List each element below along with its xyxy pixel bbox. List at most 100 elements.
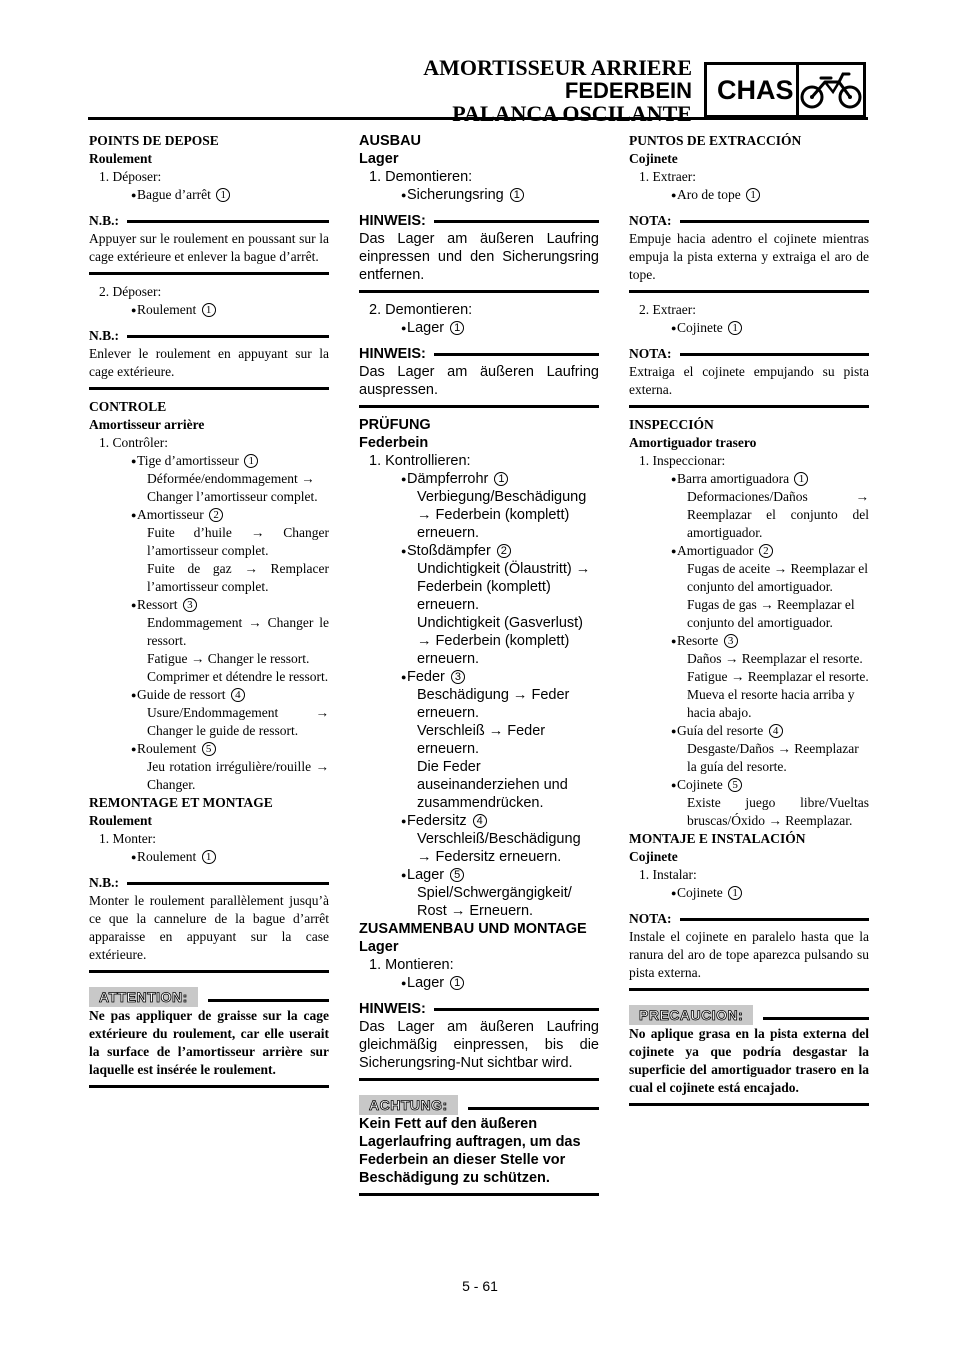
note-rule	[89, 387, 329, 390]
step: 2. Extraer:	[639, 302, 696, 317]
note-text: Enlever le roulement en appuyant sur la …	[89, 346, 329, 379]
heading: POINTS DE DEPOSE	[89, 133, 219, 148]
caution-rule	[89, 1085, 329, 1088]
bullet-detail: Verschleiß → Feder erneuern.	[417, 723, 546, 757]
note-text: Das Lager am äußeren Laufring auspressen…	[359, 364, 599, 398]
bullet-detail: Fugas de aceite → Reemplazar el conjunto…	[687, 561, 869, 594]
heading: PRÜFUNG	[359, 417, 431, 433]
bullet-item: Amortiguador 2	[629, 542, 869, 560]
caution-text: Ne pas appliquer de graisse sur la cage …	[89, 1008, 329, 1077]
note-header: N.B.:	[89, 874, 329, 892]
heading: MONTAJE E INSTALACIÓN	[629, 831, 806, 846]
note-rule	[629, 405, 869, 408]
note-header: HINWEIS:	[359, 1000, 599, 1018]
bullet-item: Resorte 3	[629, 632, 869, 650]
note-rule	[89, 272, 329, 275]
caution-header: ATTENTION:	[89, 987, 329, 1007]
bullet-detail: Daños → Reemplazar el resorte.	[687, 651, 863, 666]
step: 1. Contrôler:	[99, 435, 168, 450]
bullet-detail: Fugas de gas → Reemplazar el conjunto de…	[687, 597, 855, 630]
subheading: Roulement	[89, 813, 152, 828]
bullet-detail: Déformée/endommagement → Changer l’amort…	[147, 471, 318, 504]
note-text: Das Lager am äußeren Laufring gleichmäßi…	[359, 1019, 599, 1071]
step: 1. Extraer:	[639, 169, 696, 184]
bullet-detail: Desgaste/Daños → Reemplazar la guía del …	[687, 741, 859, 774]
note-rule	[629, 290, 869, 293]
title-de: FEDERBEIN	[564, 78, 692, 103]
bullet-item: Dämpferrohr 1	[359, 470, 599, 488]
bullet-item: Lager 1	[359, 974, 599, 992]
bullet-item: Federsitz 4	[359, 812, 599, 830]
bullet-detail: Endommagement → Changer le ressort.	[147, 615, 329, 648]
title-es: PALANCA OSCILANTE	[452, 101, 692, 126]
bullet-item: Cojinete 5	[629, 776, 869, 794]
note-text: Extraiga el cojinete empujando su pista …	[629, 364, 869, 397]
step: 2. Déposer:	[99, 284, 162, 299]
bullet-detail: Deformaciones/Daños → Reemplazar el conj…	[687, 489, 869, 540]
bullet-item: Roulement 5	[89, 740, 329, 758]
bullet-detail: Undichtigkeit (Ölaustritt) → Federbein (…	[417, 561, 591, 613]
note-text: Empuje hacia adentro el cojinete mientra…	[629, 231, 869, 282]
bullet-detail: Spiel/Schwergängigkeit/ Rost → Erneuern.	[417, 885, 572, 919]
note-text: Das Lager am äußeren Laufring einpressen…	[359, 231, 599, 283]
note-rule	[359, 405, 599, 408]
subheading: Federbein	[359, 435, 429, 451]
bullet-item: Guía del resorte 4	[629, 722, 869, 740]
bullet-item: Roulement 1	[89, 848, 329, 866]
bullet-detail: Comprimer et détendre le ressort.	[147, 669, 329, 684]
column-german: AUSBAU Lager 1. Demontieren: Sicherungsr…	[359, 132, 599, 1204]
bullet-item: Tige d’amortisseur 1	[89, 452, 329, 470]
bullet-detail: Fatigue → Changer le ressort.	[147, 651, 310, 666]
step: 1. Déposer:	[99, 169, 162, 184]
bullet-detail: Jeu rotation irrégulière/rouille → Chang…	[147, 759, 329, 792]
note-text: Instale el cojinete en paralelo hasta qu…	[629, 929, 869, 980]
heading: AUSBAU	[359, 133, 422, 149]
bullet-item: Cojinete 1	[629, 319, 869, 337]
bullet-detail: Die Feder auseinanderziehen und zusammen…	[417, 759, 568, 811]
heading: PUNTOS DE EXTRACCIÓN	[629, 133, 802, 148]
section-badge-divider	[796, 65, 799, 115]
caution-text: No aplique grasa en la pista externa del…	[629, 1026, 869, 1095]
bullet-item: Lager 1	[359, 319, 599, 337]
step: 1. Demontieren:	[369, 169, 473, 185]
bullet-item: Roulement 1	[89, 301, 329, 319]
motorcycle-icon	[799, 70, 863, 110]
note-header: NOTA:	[629, 212, 869, 230]
note-text: Monter le roulement parallèlement jusqu’…	[89, 893, 329, 962]
step: 1. Inspeccionar:	[639, 453, 726, 468]
subheading: Cojinete	[629, 151, 678, 166]
note-rule	[359, 290, 599, 293]
bullet-item: Feder 3	[359, 668, 599, 686]
step: 1. Monter:	[99, 831, 156, 846]
note-rule	[89, 970, 329, 973]
bullet-detail: Undichtigkeit (Gasverlust) → Federbein (…	[417, 615, 583, 667]
caution-rule	[359, 1193, 599, 1196]
bullet-detail: Fuite de gaz → Remplacer l’amortisseur c…	[147, 561, 329, 594]
page-number: 5 - 61	[462, 1278, 498, 1294]
bullet-item: Barra amortiguadora 1	[629, 470, 869, 488]
caution-header: ACHTUNG:	[359, 1095, 599, 1115]
subheading: Amortiguador trasero	[629, 435, 757, 450]
heading: REMONTAGE ET MONTAGE	[89, 795, 273, 810]
note-header: N.B.:	[89, 212, 329, 230]
bullet-detail: Verschleiß/Beschädigung → Federsitz erne…	[417, 831, 581, 865]
bullet-detail: Verbiegung/Beschädigung → Federbein (kom…	[417, 489, 587, 541]
title-fr: AMORTISSEUR ARRIERE	[423, 55, 692, 80]
column-french: POINTS DE DEPOSE Roulement 1. Déposer: B…	[89, 132, 329, 1096]
note-header: N.B.:	[89, 327, 329, 345]
bullet-item: Stoßdämpfer 2	[359, 542, 599, 560]
bullet-detail: Beschädigung → Feder erneuern.	[417, 687, 570, 721]
bullet-detail: Existe juego libre/Vueltas bruscas/Óxido…	[687, 795, 869, 828]
subheading: Cojinete	[629, 849, 678, 864]
note-rule	[359, 1078, 599, 1081]
heading: ZUSAMMENBAU UND MONTAGE	[359, 921, 587, 937]
subheading: Amortisseur arrière	[89, 417, 205, 432]
note-header: HINWEIS:	[359, 212, 599, 230]
note-header: NOTA:	[629, 345, 869, 363]
bullet-detail: Usure/Endommagement → Changer le guide d…	[147, 705, 329, 738]
heading: CONTROLE	[89, 399, 167, 414]
caution-badge: ATTENTION:	[89, 987, 198, 1007]
step: 1. Instalar:	[639, 867, 697, 882]
subheading: Lager	[359, 939, 399, 955]
bullet-item: Cojinete 1	[629, 884, 869, 902]
